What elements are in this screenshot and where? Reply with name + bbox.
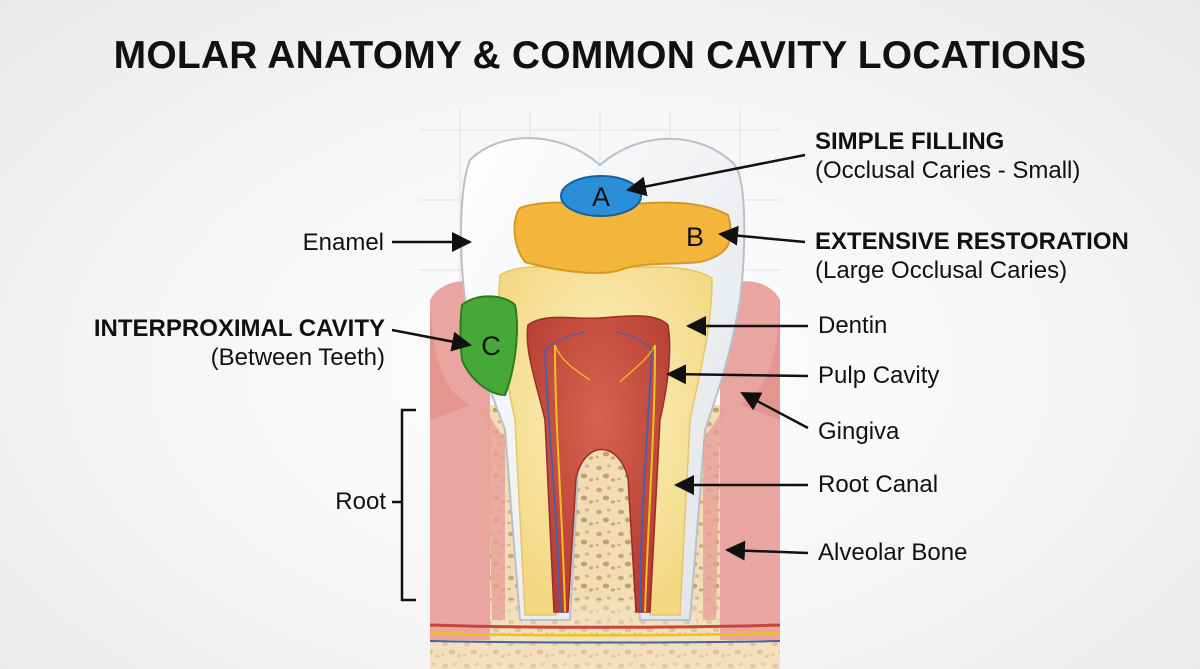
leader-arrows [391,153,809,561]
marker-a-letter: A [592,182,610,212]
label-simple-filling: SIMPLE FILLING [815,128,1005,155]
label-root: Root [335,488,386,515]
label-gingiva: Gingiva [818,418,900,445]
marker-b-letter: B [686,222,704,252]
label-dentin: Dentin [818,312,888,339]
sublabel-interproximal-cavity: (Between Teeth) [210,344,385,371]
label-pulp-cavity: Pulp Cavity [818,362,940,389]
label-root-canal: Root Canal [818,471,939,498]
marker-c-letter: C [481,331,501,361]
nerve-vessels [429,331,781,644]
sublabel-simple-filling: (Occlusal Caries - Small) [815,157,1081,184]
sublabel-extensive-restoration: (Large Occlusal Caries) [815,257,1068,284]
arrow-extensive-restoration [718,225,806,246]
page-title: MOLAR ANATOMY & COMMON CAVITY LOCATIONS [113,34,1087,77]
label-alveolar-bone: Alveolar Bone [818,539,968,566]
arrow-pulp-cavity [666,364,809,385]
label-enamel: Enamel [302,229,384,256]
arrow-interproximal [391,328,472,352]
label-extensive-restoration: EXTENSIVE RESTORATION [815,228,1129,255]
arrow-gingiva [740,391,809,430]
arrow-alveolar-bone [725,540,809,561]
label-interproximal-cavity: INTERPROXIMAL CAVITY [93,315,385,342]
arrow-simple-filling [626,153,806,197]
root-bracket [400,408,416,602]
